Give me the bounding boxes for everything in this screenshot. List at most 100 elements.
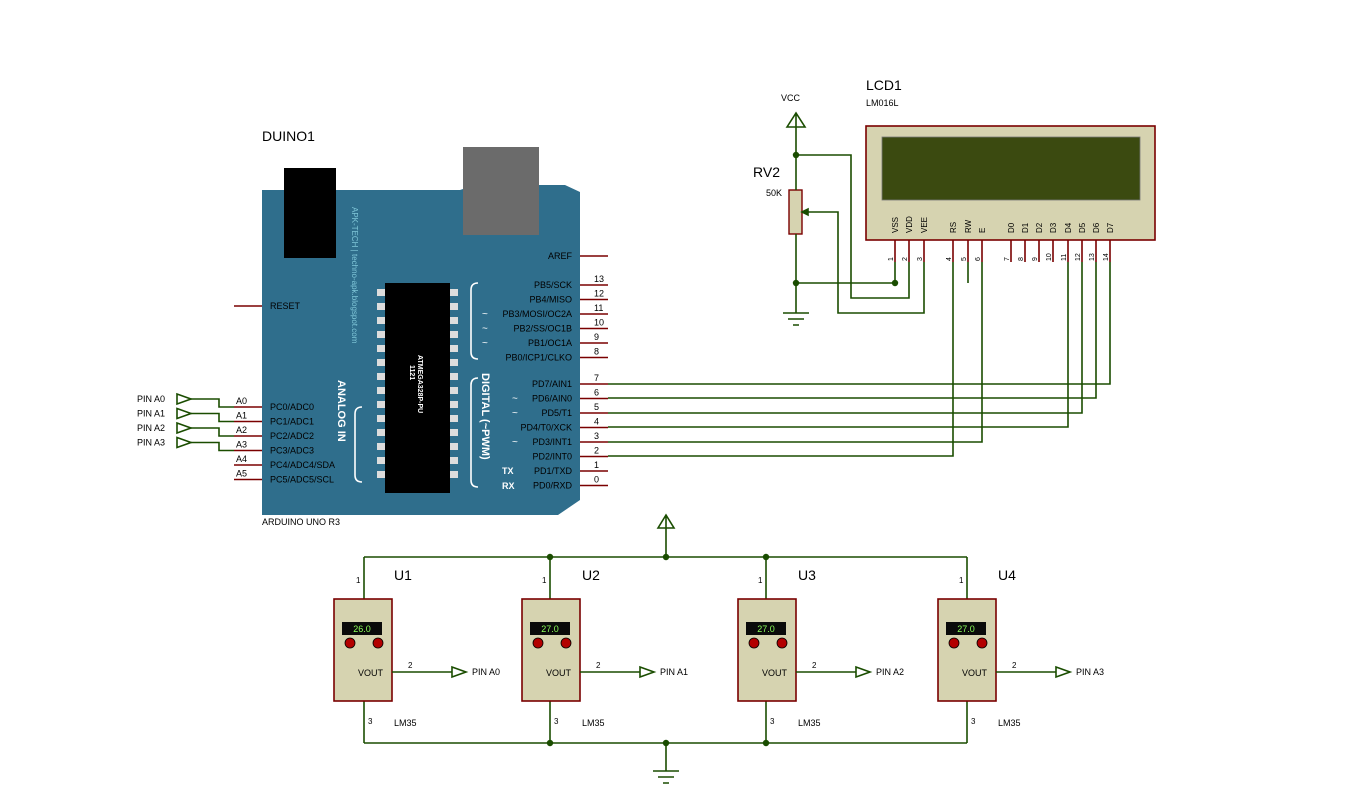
analog-pin-name: PC1/ADC1 <box>270 417 314 427</box>
chip-pin-left <box>377 373 385 380</box>
chip-pin-left <box>377 303 385 310</box>
lcd-pin-number: 6 <box>975 257 982 261</box>
lcd-pin-number: 10 <box>1046 253 1053 261</box>
junction-vcc <box>792 151 800 159</box>
wire-rs <box>608 262 954 457</box>
digital-pin-name: PD1/TXD <box>534 466 573 476</box>
chip-pin-right <box>450 303 458 310</box>
digital-pin-name: PD5/T1 <box>541 408 572 418</box>
digital-pin-number: 0 <box>594 475 599 485</box>
analog-pin-name: PC4/ADC4/SDA <box>270 460 335 470</box>
sensor-display <box>530 622 570 635</box>
digital-pin-name: PB1/OC1A <box>528 338 572 348</box>
sensor-temp-reading: 27.0 <box>957 624 975 634</box>
ground-symbol-lcd <box>783 312 809 326</box>
sensor-ref: U1 <box>394 567 412 583</box>
pin-input-wire <box>191 398 234 408</box>
chip-pin-right <box>450 345 458 352</box>
pin-input-wire <box>191 412 234 423</box>
temp-down-icon[interactable] <box>748 637 760 649</box>
pin-input-label: PIN A2 <box>137 423 165 433</box>
chip-pin-right <box>450 387 458 394</box>
lcd-pin-name: VDD <box>905 216 914 233</box>
lcd-pin-number: 2 <box>902 257 909 261</box>
arduino-board: DUINO1 ARDUINO UNO R3 APK-TECH | techno-… <box>234 128 608 527</box>
pot-wiper-wire <box>808 211 925 314</box>
sensor-body <box>737 598 797 702</box>
digital-pin-number: 1 <box>594 460 599 470</box>
pin-input-arrow <box>176 407 194 420</box>
lcd-pin-number: 5 <box>961 257 968 261</box>
sensor-ref: U2 <box>582 567 600 583</box>
analog-pin-number: A4 <box>236 454 247 464</box>
digital-pin-name: PB0/ICP1/CLKO <box>505 353 572 363</box>
lcd-pin-number: 13 <box>1089 253 1096 261</box>
digital-pin-name: PD0/RXD <box>533 481 573 491</box>
temp-up-icon[interactable] <box>560 637 572 649</box>
temp-up-icon[interactable] <box>776 637 788 649</box>
pin-input-arrow <box>176 392 194 406</box>
chip-pin-right <box>450 457 458 464</box>
pot-ref: RV2 <box>753 164 780 180</box>
digital-pin-number: 5 <box>594 402 599 412</box>
lcd-pin-name: D0 <box>1007 222 1016 233</box>
sensor-vcc-arrow <box>656 513 676 557</box>
lcd-ref: LCD1 <box>866 77 902 93</box>
chip-pin-left <box>377 415 385 422</box>
digital-pin-name: PD7/AIN1 <box>532 379 572 389</box>
atmega-chip <box>385 283 450 493</box>
lcd-pin-name: E <box>978 228 987 233</box>
chip-pin-right <box>450 289 458 296</box>
aref-label: AREF <box>548 251 573 261</box>
digital-pin-name: PB2/SS/OC1B <box>513 324 572 334</box>
lcd-pin-name: D4 <box>1064 222 1073 233</box>
chip-pin-left <box>377 443 385 450</box>
chip-pin-right <box>450 471 458 478</box>
lcd-pin-number: 9 <box>1032 257 1039 261</box>
arduino-model: ARDUINO UNO R3 <box>262 517 340 527</box>
sensor-pin2: 2 <box>596 661 601 670</box>
temp-up-icon[interactable] <box>976 637 988 649</box>
lcd-pin-number: 7 <box>1004 257 1011 261</box>
lcd-power-wires <box>792 151 910 299</box>
digital-pin-name: PD6/AIN0 <box>532 394 572 404</box>
sensor-model: LM35 <box>998 718 1021 728</box>
vss-wire <box>796 262 896 284</box>
junction-gnd <box>792 279 800 287</box>
chip-pin-left <box>377 387 385 394</box>
digital-pin-number: 9 <box>594 332 599 342</box>
temp-down-icon[interactable] <box>948 637 960 649</box>
pwm-tilde: ~ <box>512 394 518 405</box>
lcd-pin-name: D3 <box>1049 222 1058 233</box>
sensor-temp-reading: 26.0 <box>353 624 371 634</box>
temp-up-icon[interactable] <box>372 637 384 649</box>
sensor-out-pin: PIN A0 <box>472 667 500 677</box>
sensor-vout-label: VOUT <box>546 668 572 678</box>
digital-pin-name: PB5/SCK <box>534 280 572 290</box>
sensor-model: LM35 <box>582 718 605 728</box>
sensor-display <box>946 622 986 635</box>
chip-pin-right <box>450 317 458 324</box>
lcd-module: LCD1 LM016L VSS1VDD2VEE3RS4RW5E6D07D18D2… <box>865 77 1156 262</box>
sensor-display <box>746 622 786 635</box>
sensor-pin3: 3 <box>368 717 373 726</box>
chip-pin-left <box>377 429 385 436</box>
digital-pin-number: 6 <box>594 388 599 398</box>
lcd-pin-name: D5 <box>1078 222 1087 233</box>
chip-pin-left <box>377 471 385 478</box>
sensor-out-arrow <box>1055 665 1073 679</box>
sensor-vout-label: VOUT <box>762 668 788 678</box>
lcd-pin-name: D1 <box>1021 222 1030 233</box>
digital-pin-number: 13 <box>594 274 604 284</box>
temp-down-icon[interactable] <box>344 637 356 649</box>
pot-value: 50K <box>766 188 782 198</box>
analog-pins: A0PC0/ADC0A1PC1/ADC1A2PC2/ADC2A3PC3/ADC3… <box>234 396 335 485</box>
temp-down-icon[interactable] <box>532 637 544 649</box>
pot-body <box>788 189 803 235</box>
sensor-ref: U3 <box>798 567 816 583</box>
wire-d5 <box>608 262 1083 414</box>
